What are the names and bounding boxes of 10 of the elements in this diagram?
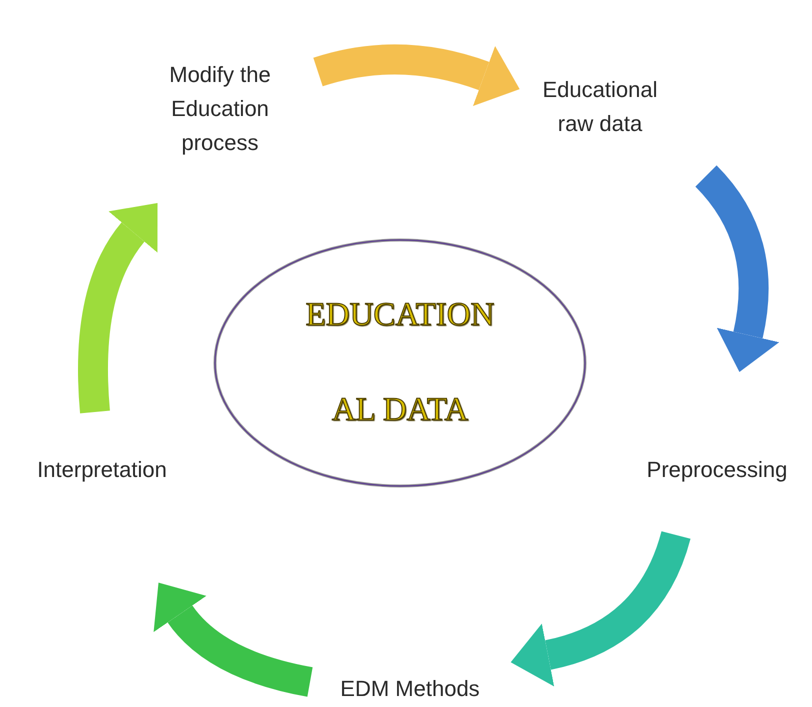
step-label: Educational raw data — [542, 76, 658, 138]
step-label: Interpretation — [37, 456, 167, 484]
step-label: EDM Methods — [340, 675, 480, 703]
ellipse-title: AL DATA — [332, 394, 468, 427]
step-label: Modify the Education process — [168, 60, 272, 157]
curved-arrow — [154, 584, 313, 697]
curved-arrow — [78, 202, 158, 414]
ellipse-title: EDUCATION — [306, 299, 494, 332]
step-label: Preprocessing — [646, 456, 788, 484]
curved-arrow — [314, 44, 520, 106]
